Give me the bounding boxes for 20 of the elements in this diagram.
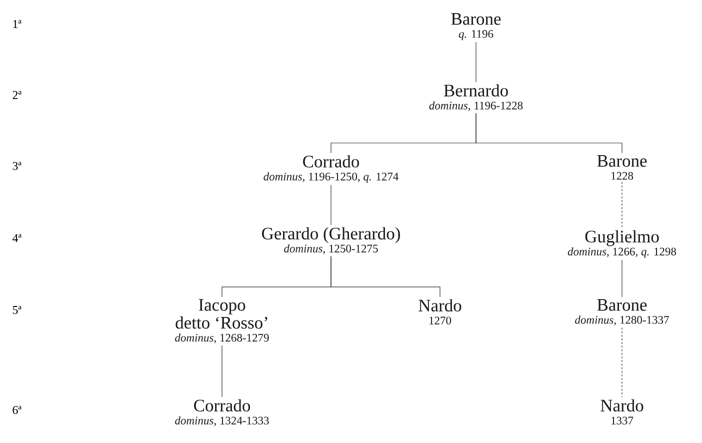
family-member-entry: Iacopo detto ‘Rosso’ dominus, 1268-1279 (175, 299, 269, 344)
family-member-entry: Barone q. 1196 (451, 13, 501, 40)
generation-number: 2ª (12, 91, 22, 99)
generation-number: 4ª (12, 234, 22, 242)
generation-number: 1ª (13, 20, 22, 28)
family-member-entry: Barone dominus, 1280-1337 (575, 299, 669, 326)
family-member-entry: Corrado dominus, 1324-1333 (175, 399, 269, 426)
lineage-line (330, 256, 440, 298)
generation-number: 6ª (12, 406, 22, 414)
generation-number: 3ª (12, 162, 22, 170)
generation-number: 5ª (12, 306, 22, 314)
family-member-entry: Bernardo dominus, 1196-1228 (429, 84, 523, 112)
family-member-entry: Nardo 1270 (418, 299, 462, 324)
family-member-entry: Corrado dominus, 1196-1250, q. 1274 (264, 155, 398, 183)
lineage-line (476, 113, 622, 154)
family-member-entry: Barone 1228 (597, 155, 647, 180)
family-member-entry: Gerardo (Gherardo) dominus, 1250-1275 (262, 227, 400, 254)
lineage-line (330, 184, 332, 226)
family-member-entry: Nardo 1337 (600, 399, 644, 424)
family-member-entry: Guglielmo dominus, 1266, q. 1298 (568, 230, 676, 258)
